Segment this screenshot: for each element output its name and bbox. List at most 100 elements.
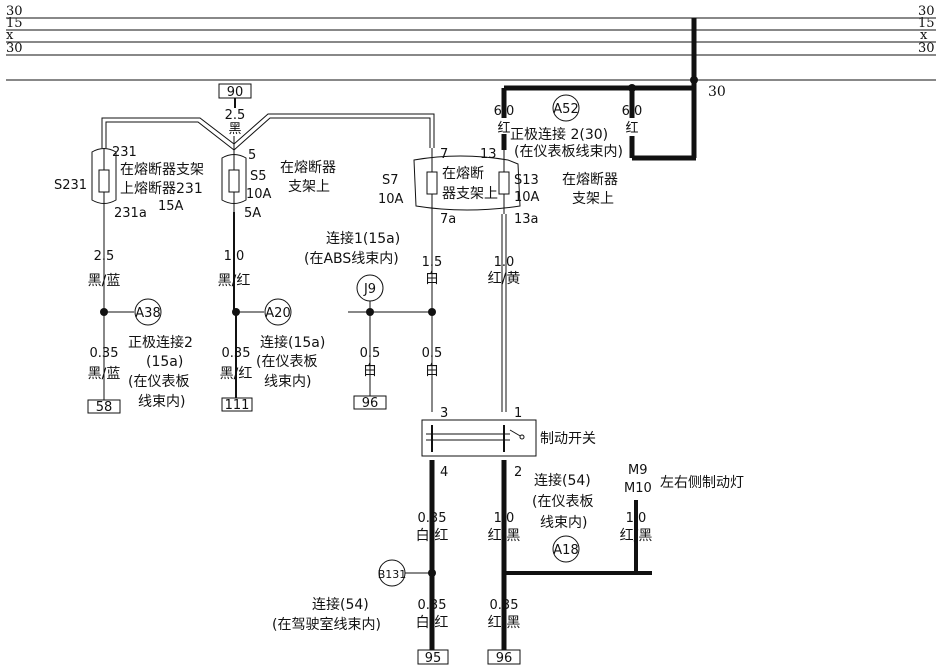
fuse-s231-in: 231 [112,145,137,160]
bus-label-left-x: x [6,28,14,43]
splice-j9-desc2: (在ABS线束内) [304,251,399,267]
fuse-s13-in: 13 [480,147,497,162]
splice-a38: A38 0.35 黑/蓝 正极连接2 (15a) (在仪表板 线束内) 58 [87,298,193,415]
fuse-s5-name: S5 [250,169,267,184]
pin4-branch: 0.35 白/红 B131 连接(54) (在驾驶室线束内) 0.35 白/红 … [272,460,449,666]
a52-left-wire-size: 6.0 [494,104,515,119]
fuse-s13-out: 13a [514,212,539,227]
top-wire-size: 2.5 [225,108,246,123]
fuse-s13-desc2: 支架上 [572,191,614,207]
connector-58: 58 [96,400,113,415]
wj9-size: 0.5 [360,346,381,361]
splice-a38-desc4: 线束内) [138,394,185,410]
feed-30: 30 [501,18,726,161]
splice-b131-desc1: 连接(54) [312,596,369,613]
a52-left-wire-color: 红 [497,120,510,136]
splice-a52: A52 正极连接 2(30) (在仪表板线束内) 6.0 红 6.0 红 [494,94,643,160]
top-wire-color: 黑 [228,122,241,137]
w4b-color: 白/红 [416,615,449,631]
splice-a20-desc3: 线束内) [264,374,311,390]
fuse-s7-out: 7a [440,212,456,227]
splice-a38-desc3: (在仪表板 [128,374,189,390]
splice-a20-desc2: (在仪表板 [256,354,317,370]
brake-switch-pin4: 4 [440,465,448,480]
w231b-size: 0.35 [90,346,119,361]
splice-j9: 连接1(15a) (在ABS线束内) J9 0.5 白 96 0.5 白 [304,230,442,411]
fuse-s7-name: S7 [382,173,399,188]
w2-color: 红/黑 [488,528,521,544]
splice-a52-desc2: (在仪表板线束内) [514,144,623,160]
connector-90: 90 2.5 黑 [218,83,252,137]
w5-color: 黑/红 [218,273,251,289]
splice-a38-desc1: 正极连接2 [128,334,193,351]
fuse-s5: 5 S5 10A 在熔断器 支架上 5A 1.0 黑/红 [218,148,336,310]
splice-j9-desc1: 连接1(15a) [326,230,400,247]
fuse-s231-rating: 15A [158,199,184,214]
splice-a20-id: A20 [265,306,290,321]
w2b-color: 红/黑 [488,615,521,631]
connector-90-label: 90 [227,85,244,100]
splice-a20: A20 0.35 黑/红 连接(15a) (在仪表板 线束内) 111 [220,298,325,413]
w7-color: 白 [425,271,439,287]
splice-a38-desc2: (15a) [146,354,183,370]
splice-a38-id: A38 [135,306,160,321]
w7b-color: 白 [425,363,439,379]
w4-size: 0.35 [418,511,447,526]
fuse-s231-desc2: 上熔断器231 [120,181,203,197]
splice-a18-id: A18 [553,543,578,558]
fuse-s5-in: 5 [248,148,256,163]
splice-a20-desc1: 连接(15a) [260,334,325,351]
splice-a18-desc1: 连接(54) [534,472,591,489]
brake-switch: 制动开关 3 1 4 2 [421,406,596,480]
bus-label-left-15: 15 [6,16,23,31]
bus-label-right-30b: 30 [918,41,935,56]
w2b-size: 0.35 [490,598,519,613]
bus-labels-left: 30 15 x 30 [6,4,23,56]
w231b-color: 黑/蓝 [88,366,121,382]
splice-a52-id: A52 [553,102,578,117]
wm-size: 1.0 [626,511,647,526]
brake-switch-pin1: 1 [514,406,522,421]
fuse-s5-rating: 10A [246,187,272,202]
feed-label-30: 30 [708,84,726,100]
w2-size: 1.0 [494,511,515,526]
wm-color: 红/黑 [620,528,653,544]
a52-right-wire-size: 6.0 [622,104,643,119]
w5b-size: 0.35 [222,346,251,361]
fuse-s13-name: S13 [514,173,539,188]
brake-lamp-id1: M9 [628,463,648,478]
fuse-s7-s13: 7 13 S7 10A 在熔断 器支架上 S13 10A 在熔断器 支架上 7a… [378,147,618,412]
w4b-size: 0.35 [418,598,447,613]
bus-labels-right: 30 15 x 30 [918,4,935,56]
a52-right-wire-color: 红 [625,120,638,136]
w13-color: 红/黄 [488,270,521,287]
w5-size: 1.0 [224,249,245,264]
fuse-s231-desc1: 在熔断器支架 [120,162,204,178]
bus-lines [6,17,936,81]
bus-label-right-x: x [920,28,928,43]
fuse-s7-rating: 10A [378,192,404,207]
connector-111: 111 [225,398,250,413]
w7-size: 1.5 [422,255,443,270]
wj9-color: 白 [363,363,377,379]
fuse-s13-rating: 10A [514,190,540,205]
w231-size: 2.5 [94,249,115,264]
splice-b131-desc2: (在驾驶室线束内) [272,616,381,633]
distribution-double-line [101,113,435,151]
fuse-s5-desc2: 支架上 [288,179,330,195]
splice-b131-id: B131 [378,568,407,581]
brake-lamp-label: 左右侧制动灯 [660,475,744,491]
w7b-size: 0.5 [422,346,443,361]
bus-label-left-30: 30 [6,4,23,19]
connector-95: 95 [425,651,442,666]
pin2-branch: 1.0 红/黑 连接(54) (在仪表板 线束内) A18 0.35 红/黑 9… [487,460,652,666]
splice-a18-desc3: 线束内) [540,515,587,531]
w13-size: 1.0 [494,255,515,270]
splice-a18-desc2: (在仪表板 [532,494,593,510]
brake-switch-label: 制动开关 [540,431,596,447]
fuse-s13-desc1: 在熔断器 [562,172,618,188]
brake-lamp-id2: M10 [624,481,652,496]
brake-switch-pin3: 3 [440,406,448,421]
splice-j9-id: J9 [363,282,376,297]
